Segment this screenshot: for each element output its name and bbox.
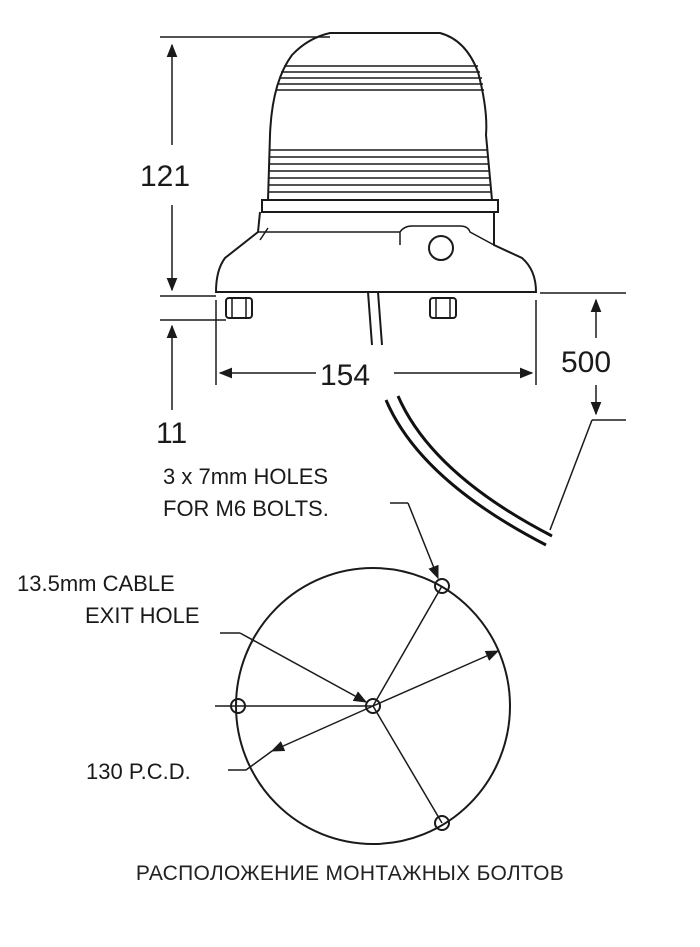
mounting-nut-left bbox=[225, 297, 253, 319]
cable-hole-note-line1: 13.5mm CABLE bbox=[17, 571, 175, 596]
dimension-cable: 500 bbox=[540, 292, 626, 531]
cable-gland bbox=[428, 235, 454, 261]
beacon-dome bbox=[267, 32, 493, 201]
cable bbox=[384, 399, 547, 547]
mounting-nut-right bbox=[429, 297, 457, 319]
bolt-hole-top bbox=[434, 578, 450, 594]
bolt-hole-bottom bbox=[434, 815, 450, 831]
beacon-collar bbox=[261, 199, 499, 213]
beacon-housing bbox=[214, 211, 538, 293]
dome-ribs-upper bbox=[276, 65, 484, 91]
bolt-pattern bbox=[215, 502, 511, 845]
caption: РАСПОЛОЖЕНИЕ МОНТАЖНЫХ БОЛТОВ bbox=[135, 862, 565, 885]
beacon-side-view bbox=[214, 32, 553, 547]
cable-length-label: 500 bbox=[561, 346, 611, 379]
dimension-base: 11 bbox=[156, 319, 226, 450]
cable-hole-note-line2: EXIT HOLE bbox=[85, 603, 200, 628]
height-label: 121 bbox=[140, 160, 190, 193]
dimension-width: 154 bbox=[215, 300, 537, 392]
dimension-height: 121 bbox=[140, 36, 330, 297]
holes-note-line1: 3 x 7mm HOLES bbox=[163, 464, 328, 489]
cable-stub bbox=[367, 291, 383, 346]
housing-step bbox=[399, 225, 495, 246]
width-label: 154 bbox=[320, 359, 370, 392]
holes-note-line2: FOR M6 BOLTS. bbox=[163, 496, 329, 521]
dome-ribs-lower bbox=[268, 149, 491, 193]
pcd-note: 130 P.C.D. bbox=[86, 759, 191, 784]
base-label: 11 bbox=[156, 417, 187, 450]
